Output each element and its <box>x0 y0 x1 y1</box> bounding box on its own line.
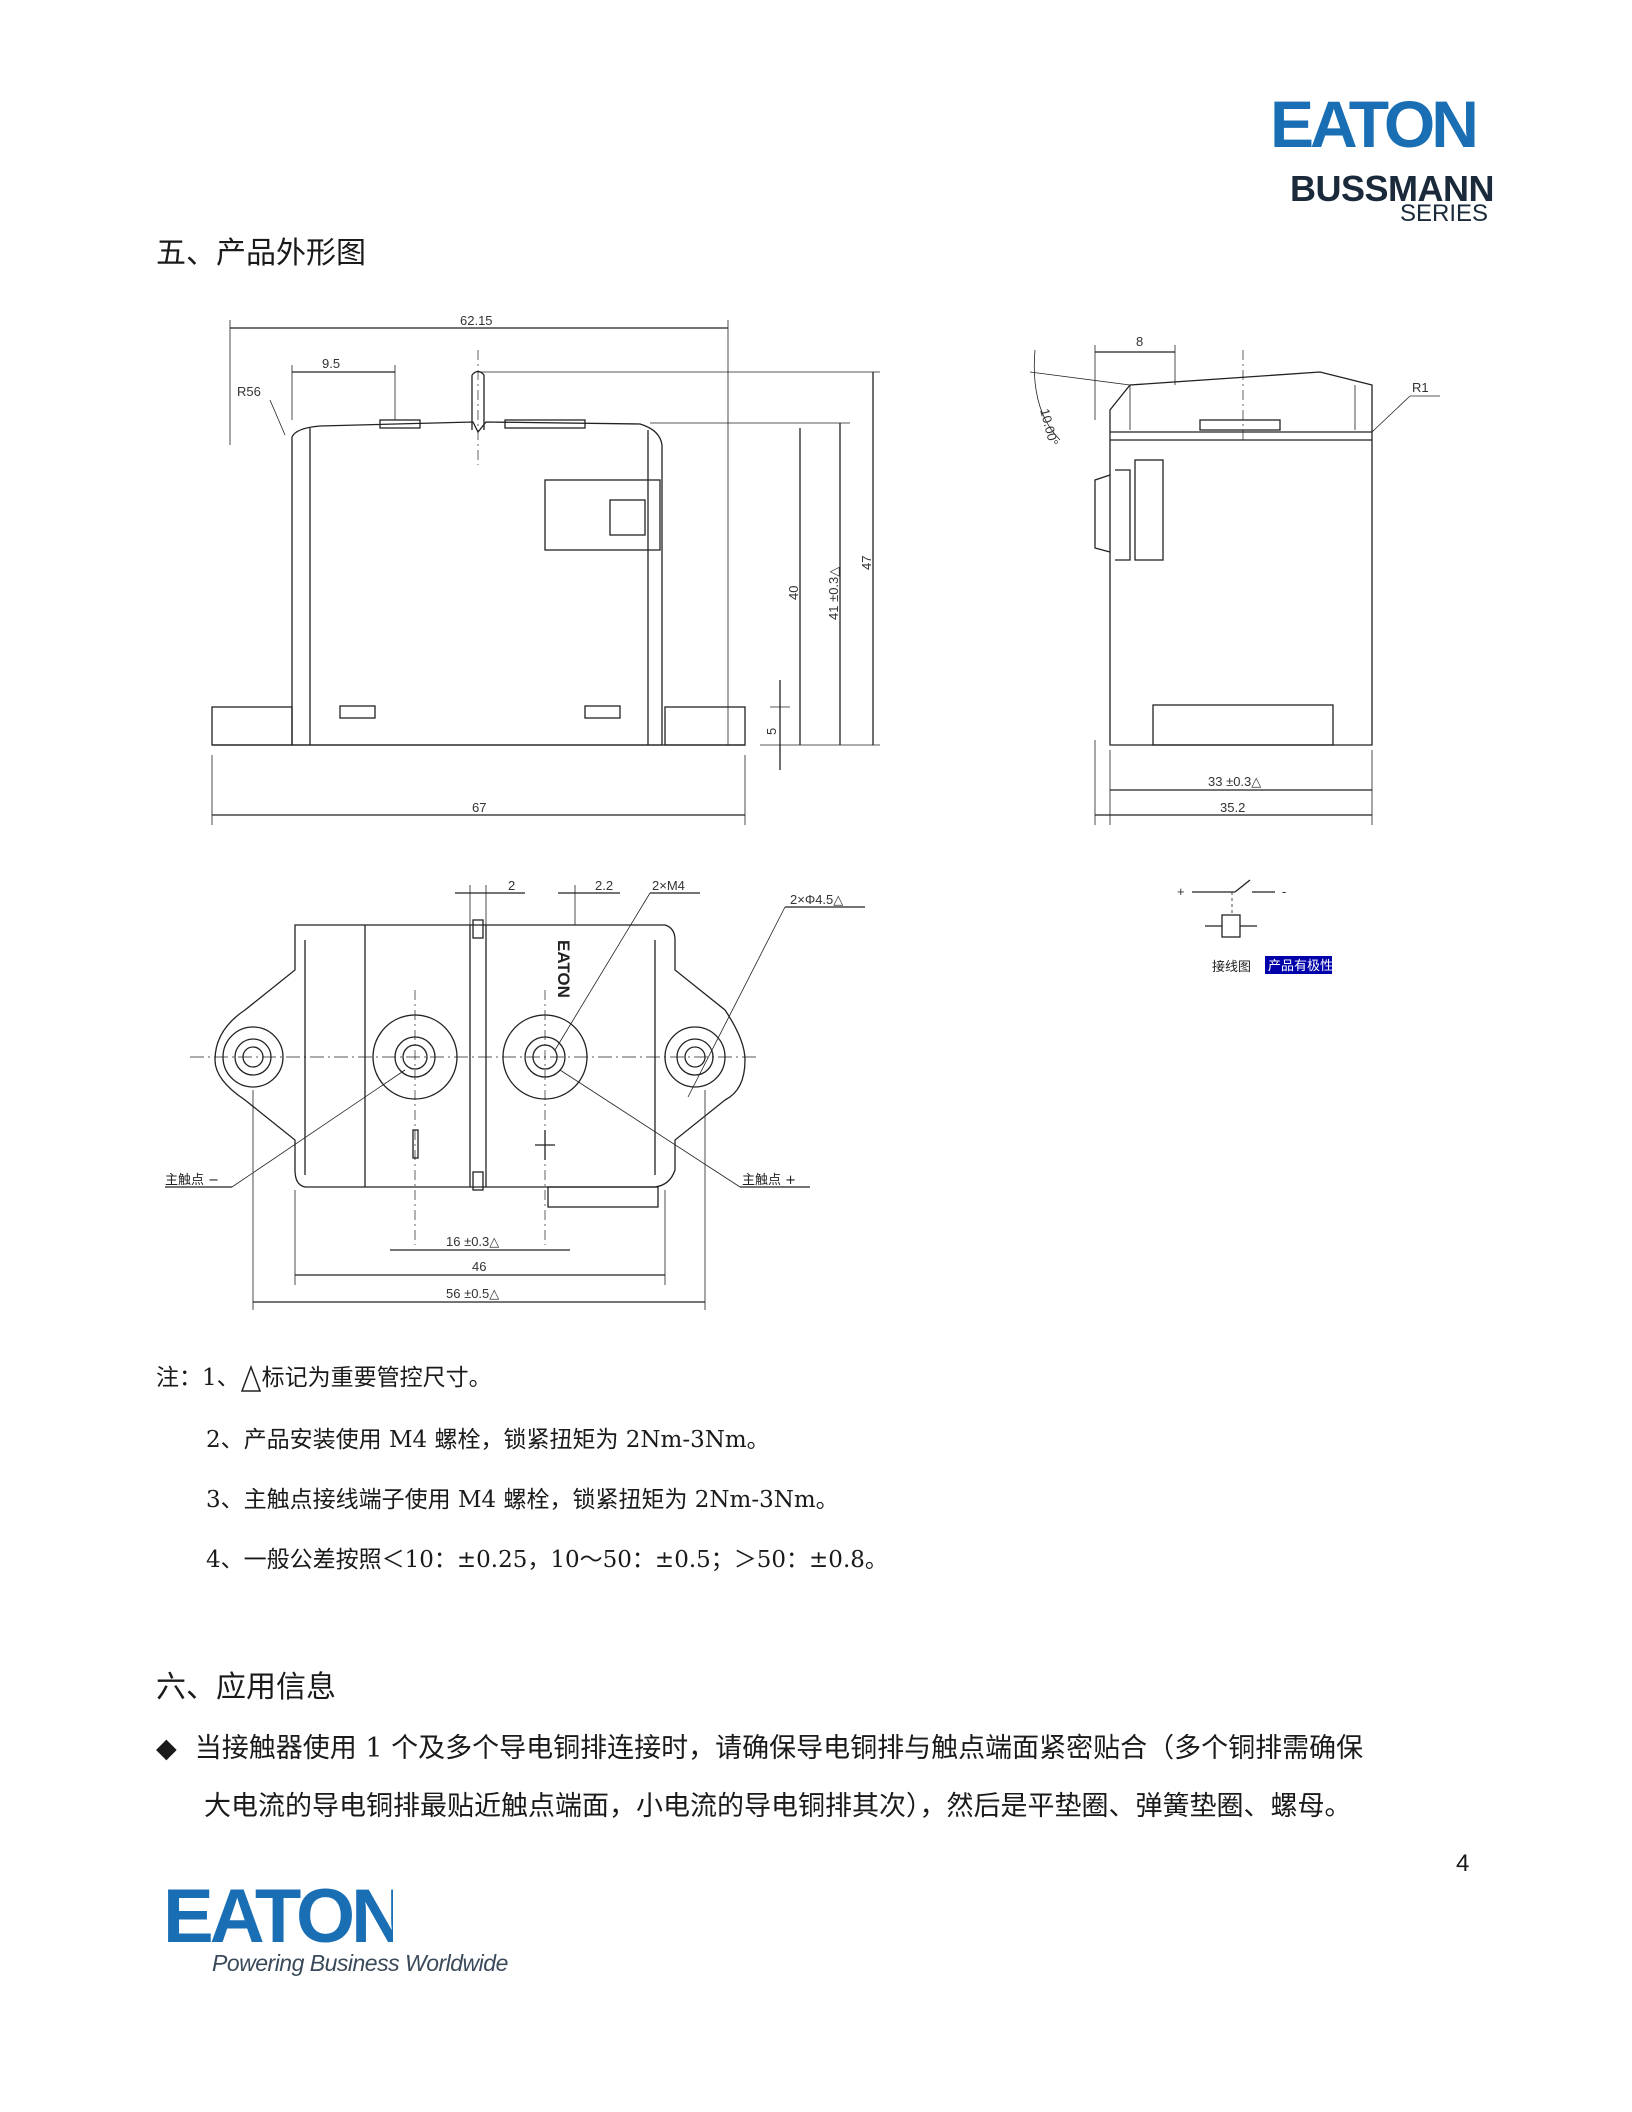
top-view: EATON 2 2.2 2×M4 2×Φ4.5△ 主触点 − 主触点 + 16 … <box>165 878 865 1310</box>
svg-text:9.5: 9.5 <box>322 356 340 371</box>
svg-text:R1: R1 <box>1412 380 1429 395</box>
note-1: 注：1、标记为重要管控尺寸。 <box>156 1358 492 1394</box>
eaton-logo-top: EATON <box>1270 95 1479 155</box>
side-view: 8 10.00° R1 33 ±0.3△ 35.2 <box>1029 334 1440 825</box>
svg-text:接线图: 接线图 <box>1212 959 1251 975</box>
svg-text:主触点 −: 主触点 − <box>165 1173 219 1188</box>
svg-text:10.00°: 10.00° <box>1037 407 1061 447</box>
svg-text:+: + <box>1177 884 1185 899</box>
section-6-title: 六、应用信息 <box>156 1670 336 1705</box>
page-number: 4 <box>1456 1850 1470 1877</box>
svg-text:EATON: EATON <box>163 1880 393 1950</box>
svg-text:46: 46 <box>472 1259 486 1274</box>
note-2: 2、产品安装使用 M4 螺栓，锁紧扭矩为 2Nm-3Nm。 <box>206 1427 770 1453</box>
svg-text:35.2: 35.2 <box>1220 800 1245 815</box>
svg-text:2×M4: 2×M4 <box>652 878 685 893</box>
svg-text:2×Φ4.5△: 2×Φ4.5△ <box>790 892 843 907</box>
svg-text:8: 8 <box>1136 334 1143 349</box>
footer-slogan: Powering Business Worldwide <box>212 1950 508 1976</box>
svg-text:EATON: EATON <box>1270 95 1475 155</box>
bussmann-label: BUSSMANN <box>1290 168 1495 209</box>
svg-text:41 ±0.3△: 41 ±0.3△ <box>826 567 841 620</box>
svg-text:33 ±0.3△: 33 ±0.3△ <box>1208 774 1261 789</box>
svg-text:主触点 +: 主触点 + <box>742 1173 796 1188</box>
eaton-logo-footer: EATON <box>163 1880 393 1950</box>
wiring-diagram: + - 接线图 产品有极性 <box>1177 879 1333 975</box>
front-view: 62.15 9.5 R56 67 40 41 ±0.3△ 47 5 <box>211 313 880 825</box>
svg-text:-: - <box>1282 884 1286 899</box>
svg-text:EATON: EATON <box>554 940 573 998</box>
outline-drawing: 62.15 9.5 R56 67 40 41 ±0.3△ 47 5 <box>165 313 1440 1310</box>
series-label: SERIES <box>1400 200 1489 227</box>
note-4: 4、一般公差按照＜10：±0.25，10～50：±0.5；＞50：±0.8。 <box>206 1547 888 1573</box>
svg-text:5: 5 <box>764 728 779 735</box>
svg-text:2.2: 2.2 <box>595 878 613 893</box>
bullet-icon: ◆ <box>156 1733 177 1764</box>
svg-text:47: 47 <box>859 556 874 570</box>
svg-text:40: 40 <box>786 586 801 600</box>
svg-text:R56: R56 <box>237 384 261 399</box>
svg-text:16 ±0.3△: 16 ±0.3△ <box>446 1234 499 1249</box>
svg-text:2: 2 <box>508 878 515 893</box>
svg-text:产品有极性: 产品有极性 <box>1268 959 1333 974</box>
note-3: 3、主触点接线端子使用 M4 螺栓，锁紧扭矩为 2Nm-3Nm。 <box>206 1487 839 1513</box>
svg-text:56 ±0.5△: 56 ±0.5△ <box>446 1286 499 1301</box>
application-paragraph: ◆当接触器使用 1 个及多个导电铜排连接时，请确保导电铜排与触点端面紧密贴合（多… <box>156 1733 1364 1822</box>
svg-text:62.15: 62.15 <box>460 313 493 328</box>
svg-text:67: 67 <box>472 800 486 815</box>
section-5-title: 五、产品外形图 <box>156 236 366 271</box>
triangle-icon <box>240 1364 261 1392</box>
